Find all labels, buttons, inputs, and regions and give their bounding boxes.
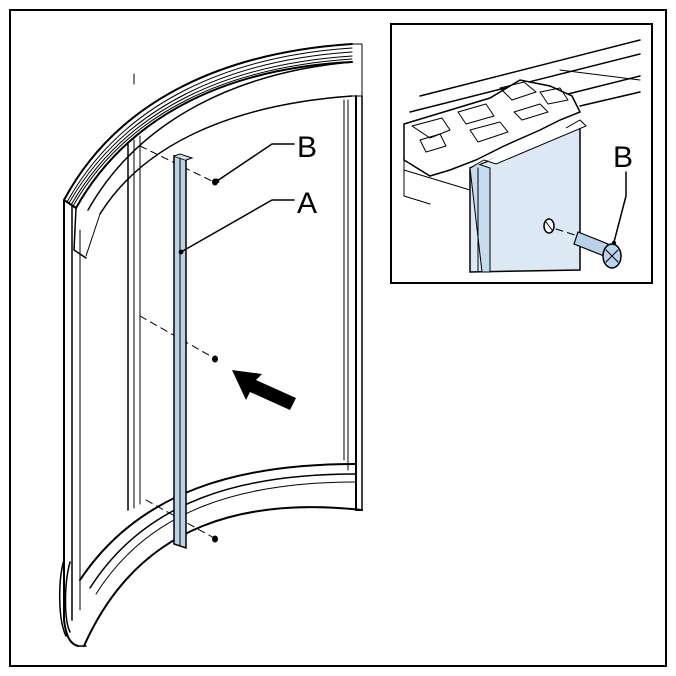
inset-detail: B — [390, 23, 653, 284]
push-arrow-icon — [232, 370, 296, 410]
screw-middle — [212, 355, 218, 363]
callout-a-label: A — [297, 187, 317, 220]
curved-door-assembly — [58, 43, 363, 647]
callout-a: A — [178, 187, 317, 255]
callout-b: B — [214, 131, 317, 184]
inset-callout-b: B — [611, 141, 633, 246]
inset-frame-profile — [403, 79, 582, 205]
left-frame-edge — [58, 199, 81, 647]
profile-a — [173, 153, 194, 550]
inner-vertical-bars — [127, 135, 141, 511]
inset-mounting-hole — [543, 218, 579, 237]
door-canopy — [63, 43, 363, 259]
inset-screw — [573, 231, 622, 269]
inset-profile-a — [469, 119, 587, 273]
door-bottom-rail — [77, 463, 363, 647]
callout-b-label: B — [297, 131, 317, 164]
screw-bottom — [212, 535, 218, 543]
right-frame-post — [347, 95, 363, 511]
inset-callout-b-label: B — [613, 141, 633, 174]
